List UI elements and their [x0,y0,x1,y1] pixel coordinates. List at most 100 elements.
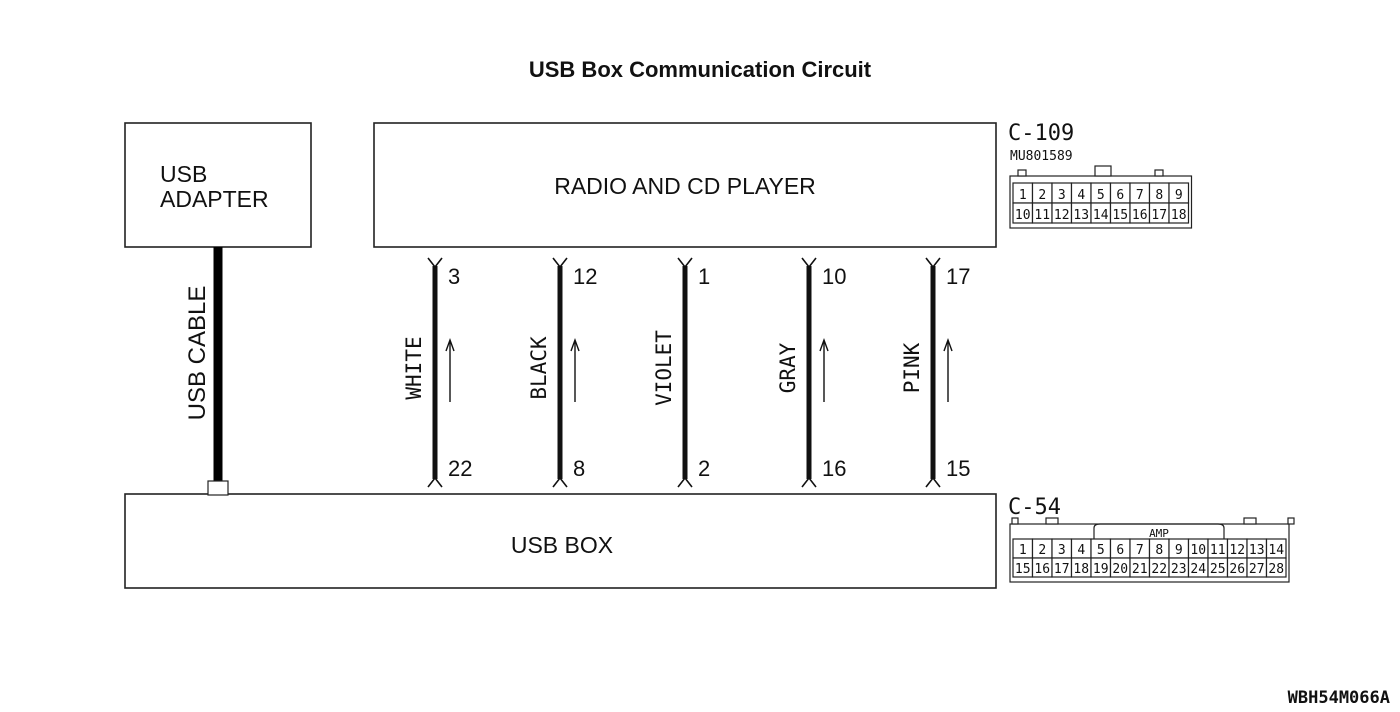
wire-pin-bottom: 8 [573,456,585,481]
connector-pin-number: 6 [1116,543,1124,558]
connector-c54-id: C-54 [1008,495,1061,520]
wire-color-label: BLACK [527,336,551,400]
connector-pin-number: 1 [1019,543,1027,558]
connector-pin-number: 18 [1073,562,1089,577]
wire-color-label: VIOLET [652,330,676,406]
usb-adapter-label-line1: USB [160,161,207,187]
connector-pin-number: 5 [1097,543,1105,558]
connector-latch [1011,517,1019,525]
connector-latch [1017,169,1027,177]
connector-pin-number: 14 [1268,543,1284,558]
signal-arrow-up-icon [445,337,455,402]
wire-terminal-bottom [552,476,568,488]
connector-pin-number: 3 [1058,543,1066,558]
wire-pin-top: 1 [698,264,710,289]
connector-pin-number: 13 [1073,208,1089,223]
usb-adapter-block [124,122,312,248]
connector-pin-number: 11 [1034,208,1050,223]
wire-pin-bottom: 15 [946,456,970,481]
signal-arrow-up-icon [570,337,580,402]
wire-color-label: WHITE [402,336,426,399]
connector-latch [1094,165,1112,177]
connector-pin-number: 8 [1155,188,1163,203]
connector-pin-cell [1168,202,1190,224]
radio-cd-player-label: RADIO AND CD PLAYER [554,173,816,199]
connector-pin-number: 3 [1058,188,1066,203]
connector-pin-number: 14 [1093,208,1109,223]
usb-cable-plug [207,480,229,496]
wire: 12 8 BLACK [527,257,597,488]
wire: 1 2 VIOLET [652,257,710,488]
connector-amp-label: AMP [1149,527,1169,540]
connector-amp-housing [1093,523,1225,540]
connector-pin-number: 9 [1175,543,1183,558]
wire-terminal-bottom [925,476,941,488]
usb-cable: USB CABLE [184,247,229,496]
signal-arrow-up-icon [943,337,953,402]
wire-pin-top: 12 [573,264,597,289]
connector-pin-number: 13 [1249,543,1265,558]
connector-pin-number: 20 [1112,562,1128,577]
connector-pin-number: 7 [1136,188,1144,203]
connector-pin-number: 16 [1132,208,1148,223]
wire-terminal-bottom [801,476,817,488]
connector-latch [1243,517,1257,525]
connector-pin-number: 27 [1249,562,1265,577]
wire-pin-bottom: 2 [698,456,710,481]
wire: 17 15 PINK [900,257,970,488]
connector-latch [1154,169,1164,177]
connector-pin-number: 28 [1268,562,1284,577]
wire-pin-bottom: 22 [448,456,472,481]
connector-c109-id: C-109 [1008,121,1074,146]
connector-pin-number: 12 [1229,543,1245,558]
connector-pin-number: 22 [1151,562,1167,577]
connector-latch [1287,517,1295,525]
wire-pin-top: 17 [946,264,970,289]
wire-terminal-top [801,257,817,269]
wire-terminal-top [427,257,443,269]
wire-pin-top: 10 [822,264,846,289]
connector-pin-number: 11 [1210,543,1226,558]
connector-pin-number: 21 [1132,562,1148,577]
usb-box-label: USB BOX [511,532,613,558]
connector-pin-number: 2 [1038,543,1046,558]
connector-pin-number: 10 [1190,543,1206,558]
signal-arrow-up-icon [819,337,829,402]
connector-pin-number: 16 [1034,562,1050,577]
wire-terminal-top [677,257,693,269]
connector-latch [1045,517,1059,525]
connector-pin-number: 7 [1136,543,1144,558]
wire-terminal-bottom [427,476,443,488]
connector-pin-number: 19 [1093,562,1109,577]
connector-pin-number: 17 [1054,562,1070,577]
connector-pin-number: 24 [1190,562,1206,577]
wire-terminal-top [925,257,941,269]
usb-box-block [124,493,997,589]
connector-pin-number: 25 [1210,562,1226,577]
connector-pin-number: 9 [1175,188,1183,203]
connector-pin-number: 8 [1155,543,1163,558]
connector-pin-number: 1 [1019,188,1027,203]
usb-cable-label: USB CABLE [184,286,211,421]
wire-terminal-top [552,257,568,269]
connector-pin-number: 2 [1038,188,1046,203]
connector-pin-number: 5 [1097,188,1105,203]
connector-c109-part-number: MU801589 [1010,149,1073,164]
connector-pin-number: 4 [1077,188,1085,203]
connector-pin-number: 17 [1151,208,1167,223]
wire-terminal-bottom [677,476,693,488]
connector-pin-cell [1265,557,1287,578]
figure-code: WBH54M066A [1288,688,1390,708]
radio-cd-player-block [373,122,997,248]
wire-color-label: PINK [900,342,924,393]
connector-pin-number: 15 [1112,208,1128,223]
wire-pin-bottom: 16 [822,456,846,481]
